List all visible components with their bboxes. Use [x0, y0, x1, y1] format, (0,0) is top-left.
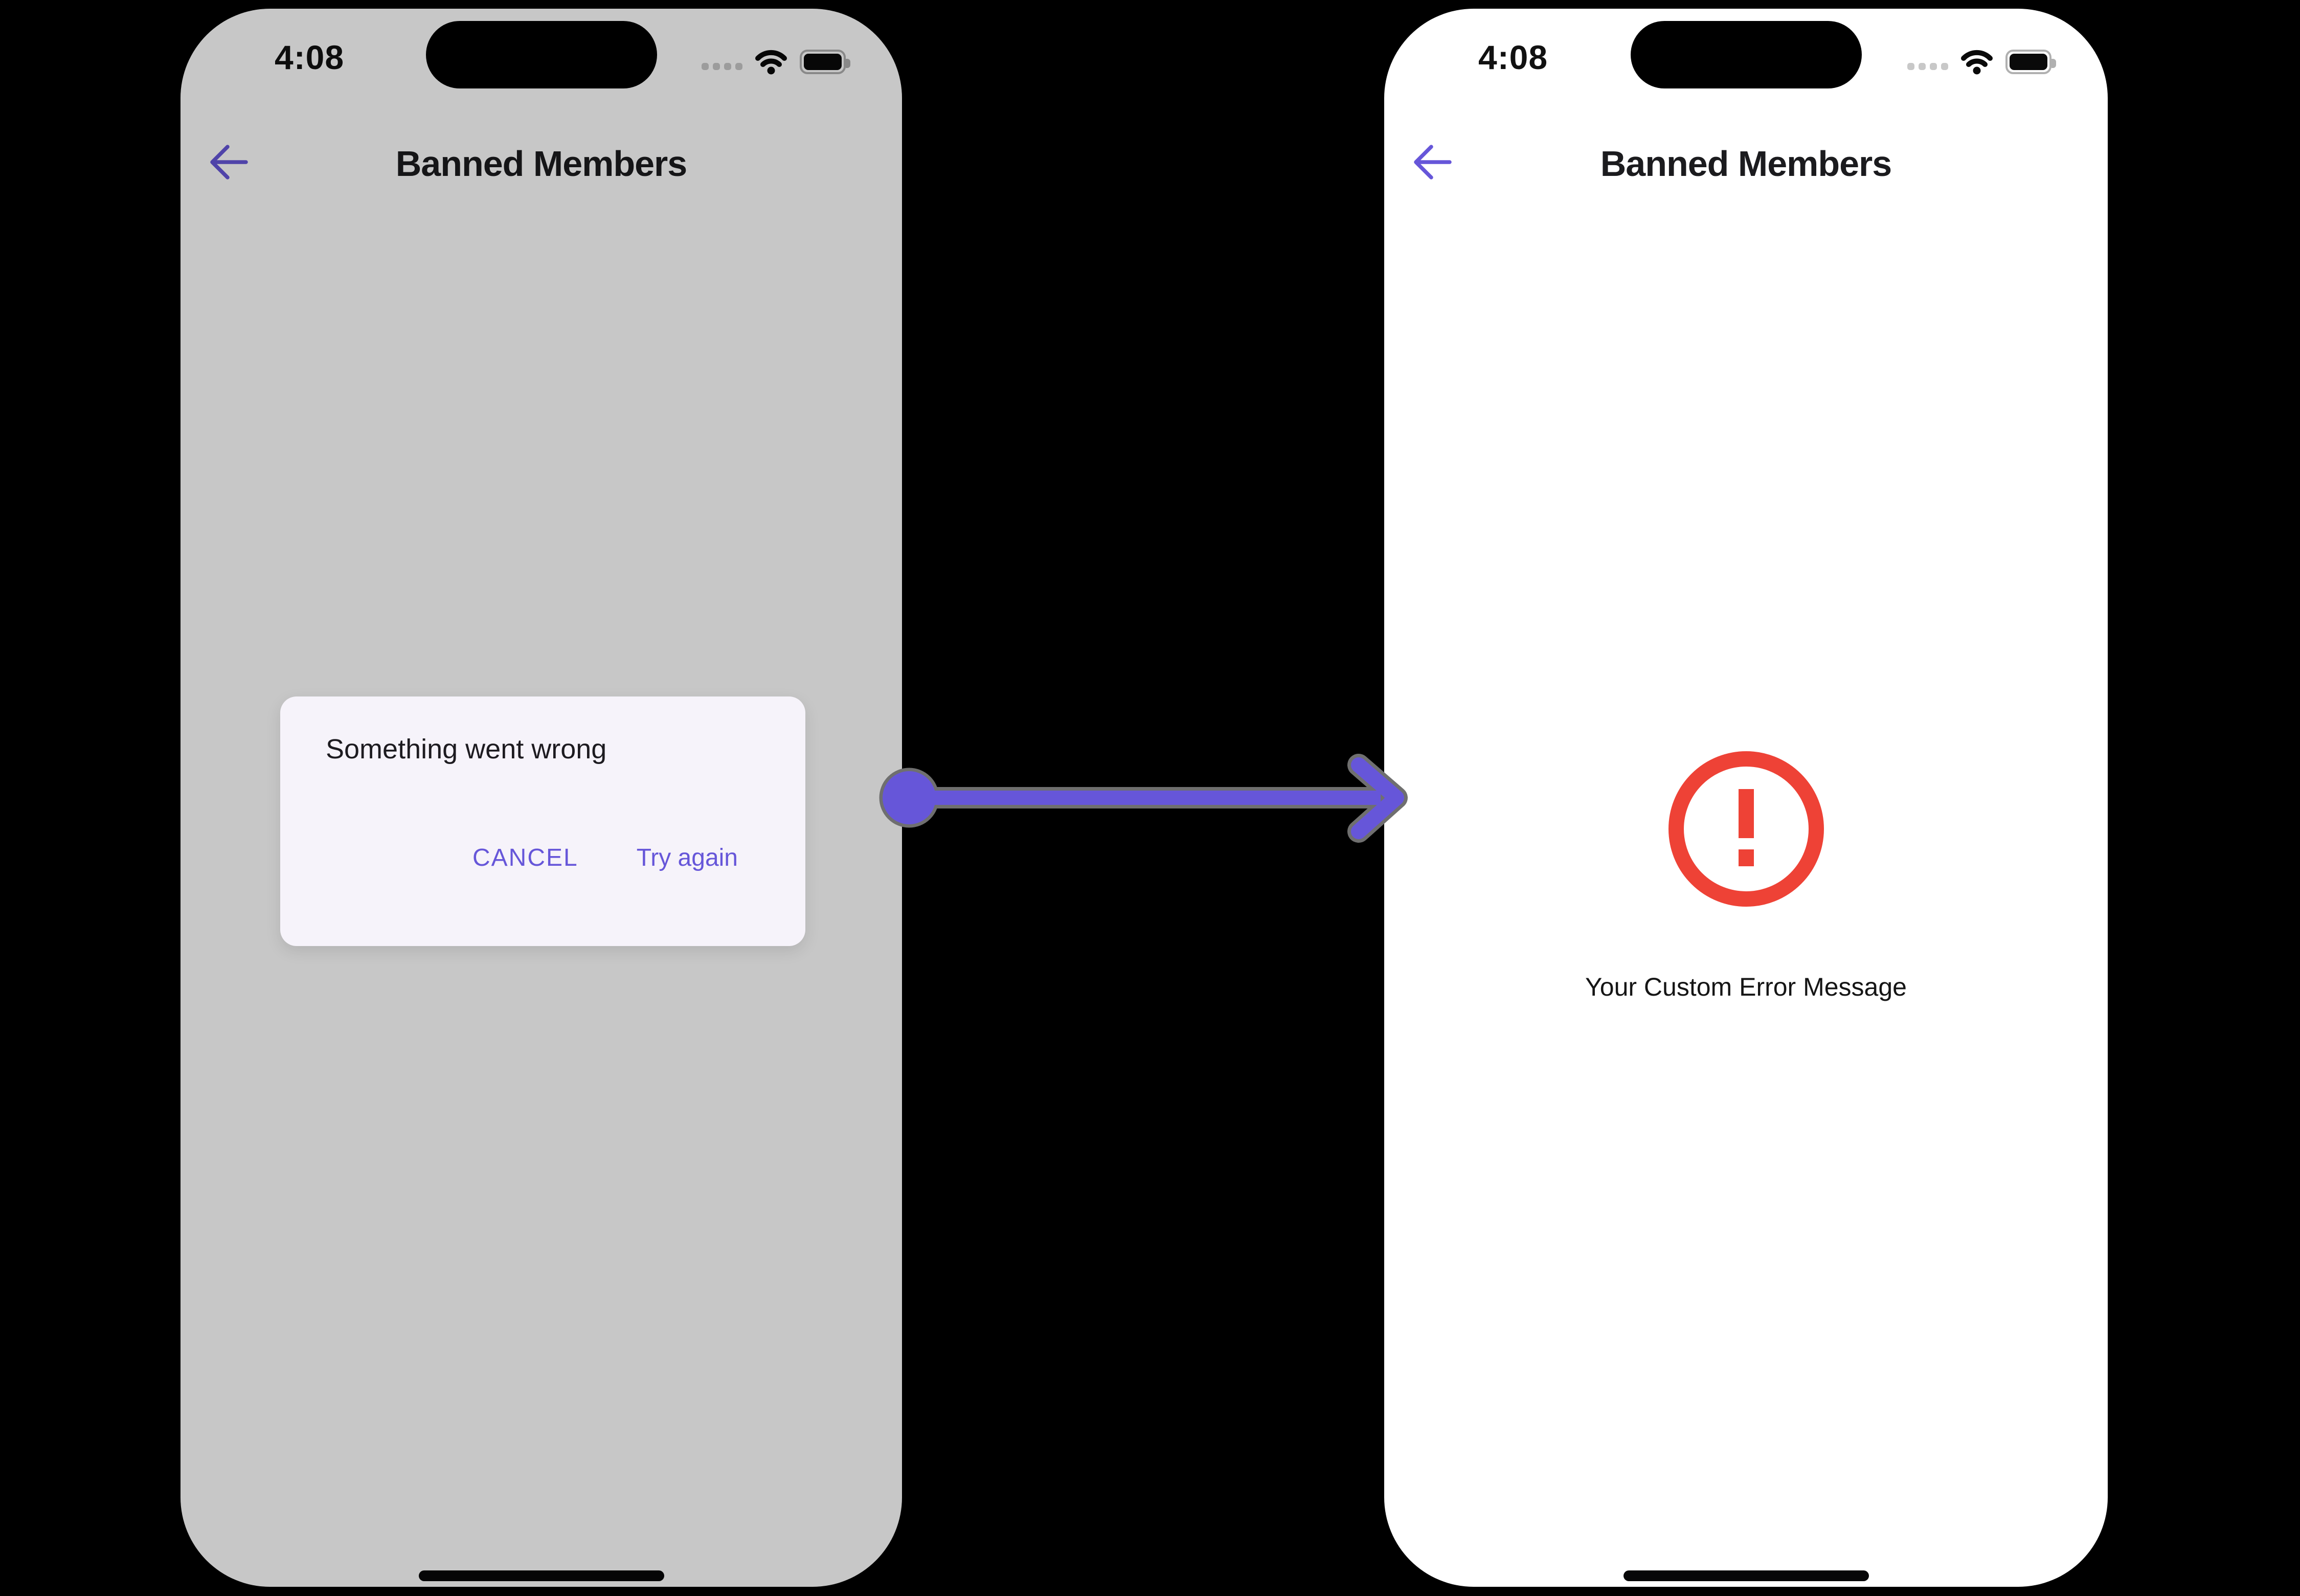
dialog-title: Something went wrong	[326, 734, 607, 765]
battery-nub	[2051, 59, 2056, 68]
cellular-signal-icon	[702, 63, 742, 70]
home-indicator[interactable]	[418, 1570, 664, 1581]
error-message: Your Custom Error Message	[1585, 973, 1907, 1001]
dynamic-island	[1630, 21, 1862, 88]
cellular-dot	[1919, 63, 1926, 70]
battery-level	[804, 54, 842, 70]
flow-arrow-right	[879, 754, 1408, 843]
battery-level	[2010, 54, 2047, 70]
home-indicator[interactable]	[1623, 1570, 1869, 1581]
battery-nub	[846, 59, 850, 68]
cancel-button[interactable]: CANCEL	[472, 844, 578, 871]
wifi-icon	[1961, 50, 1993, 75]
alert-circle-icon	[1668, 751, 1824, 907]
cellular-signal-icon	[1907, 63, 1948, 70]
dynamic-island	[425, 21, 657, 88]
cellular-dot	[1941, 63, 1948, 70]
dialog-actions: CANCEL Try again	[472, 845, 738, 871]
status-icons	[702, 48, 851, 76]
phone-before-state: 4:08 Banned Members Something went wrong…	[181, 9, 902, 1587]
back-button[interactable]	[1411, 142, 1454, 185]
phone-after-state: 4:08 Banned Members Your Custom Error Me…	[1384, 9, 2108, 1587]
wifi-icon	[755, 50, 787, 75]
battery-icon	[2005, 50, 2056, 74]
exclamation-bar	[1738, 789, 1754, 838]
page-title: Banned Members	[395, 144, 687, 184]
cellular-dot	[1907, 63, 1914, 70]
back-button[interactable]	[207, 142, 250, 185]
status-time: 4:08	[275, 38, 345, 76]
page-title: Banned Members	[1600, 144, 1892, 184]
battery-icon	[800, 50, 850, 74]
cellular-dot	[1930, 63, 1937, 70]
error-dialog: Something went wrong CANCEL Try again	[280, 696, 805, 946]
status-time: 4:08	[1478, 38, 1548, 76]
arrow-left-icon	[210, 145, 248, 179]
cellular-dot	[735, 63, 742, 70]
try-again-button[interactable]: Try again	[636, 844, 738, 871]
cellular-dot	[724, 63, 731, 70]
arrow-left-icon	[1414, 145, 1452, 179]
status-icons	[1907, 48, 2057, 76]
cellular-dot	[702, 63, 709, 70]
exclamation-dot	[1738, 849, 1754, 866]
cellular-dot	[713, 63, 720, 70]
